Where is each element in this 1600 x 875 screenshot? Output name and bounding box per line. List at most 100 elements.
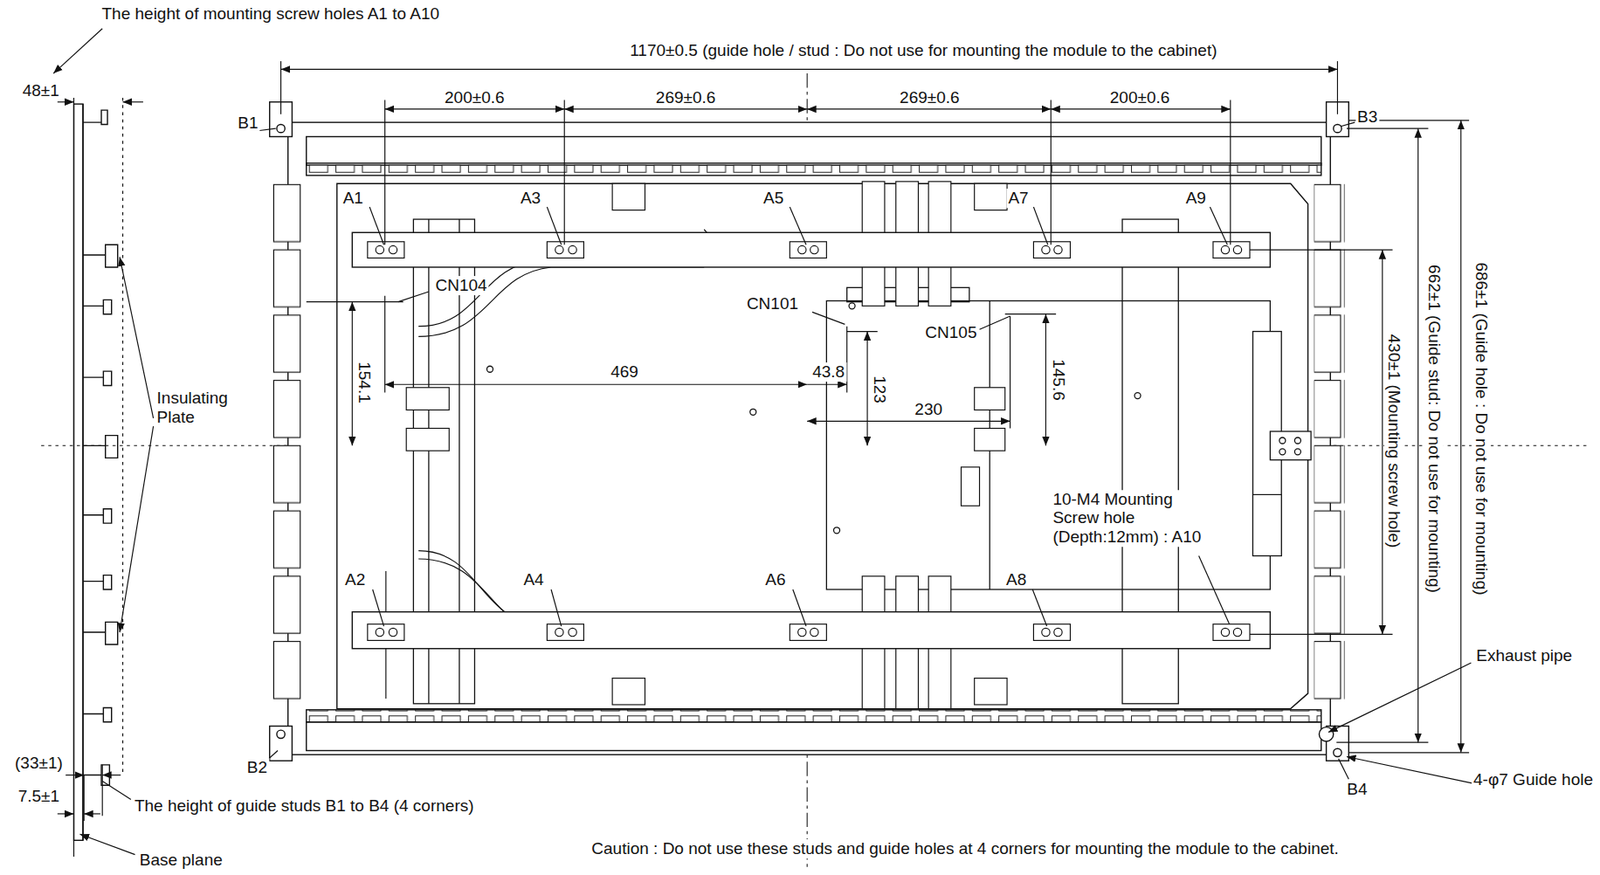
side-dimensions <box>73 97 75 857</box>
dimension-line <box>1005 313 1056 315</box>
leader-line <box>1199 555 1230 624</box>
side-view <box>82 299 112 314</box>
leader-line <box>259 122 1473 784</box>
module-frame <box>1318 727 1333 742</box>
part-name: A2 <box>343 570 367 590</box>
part-name: A5 <box>761 188 786 208</box>
module-frame <box>1314 181 1345 704</box>
dimension: 230 <box>912 400 945 420</box>
side-dimensions <box>57 101 75 103</box>
screw-hole <box>375 245 384 254</box>
screw-hole <box>367 241 1250 642</box>
screw-hole <box>1213 241 1250 259</box>
screw-hole <box>1213 624 1250 642</box>
circuit-board <box>1134 393 1141 400</box>
leader-line <box>267 751 278 761</box>
leader-line <box>1346 757 1473 784</box>
screw-hole <box>367 241 405 259</box>
center-line <box>41 73 1587 868</box>
side-dimensions <box>102 774 121 776</box>
dimension-line <box>1050 108 1231 110</box>
leader-line <box>551 589 562 627</box>
flat-cable <box>612 678 645 705</box>
dimension-line <box>1346 128 1428 130</box>
screw-hole <box>388 627 397 636</box>
module-frame <box>269 102 1350 761</box>
screw-hole <box>1033 241 1070 259</box>
note: Caution : Do not use these studs and gui… <box>589 839 1341 859</box>
side-view <box>82 621 118 645</box>
part-name: Insulating Plate <box>155 389 251 428</box>
screw-hole <box>568 627 577 636</box>
dimension-line <box>385 108 566 110</box>
mounting-bar <box>351 232 1270 268</box>
side-dimensions <box>119 426 154 633</box>
circuit-board <box>1294 448 1301 456</box>
screw-hole <box>1041 245 1050 254</box>
dimension: 7.5±1 <box>16 787 62 807</box>
screw-hole <box>555 627 564 636</box>
dimension: 430±1 (Mounting screw hole) <box>1384 331 1404 550</box>
flat-cable <box>406 427 449 451</box>
dimension-line <box>1249 634 1393 635</box>
leader-line <box>546 206 561 245</box>
dimension: 123 <box>869 373 890 406</box>
side-dimensions <box>123 101 144 103</box>
side-view <box>82 103 83 841</box>
flat-cable <box>974 427 1006 451</box>
part-name: A8 <box>1004 570 1028 590</box>
module-frame <box>337 183 1309 709</box>
dimension-line <box>281 61 1470 753</box>
dimension-line <box>1417 128 1419 743</box>
circuit-board <box>750 408 757 415</box>
note: The height of mounting screw holes A1 to… <box>100 4 442 24</box>
side-dimensions <box>83 813 101 814</box>
screw-hole <box>546 241 584 259</box>
dimension: 269±0.6 <box>654 88 718 108</box>
part-name: A1 <box>341 188 366 208</box>
leader-line <box>1032 589 1047 627</box>
part-name: B4 <box>1344 779 1369 800</box>
screw-hole <box>789 241 827 259</box>
screw-hole <box>388 245 397 254</box>
dimension: 154.1 <box>354 359 374 406</box>
side-dimensions <box>57 813 75 814</box>
part-name: A7 <box>1006 188 1030 208</box>
connector-name: CN104 <box>434 275 490 296</box>
circuit-board <box>826 301 1270 590</box>
dimension: 269±0.6 <box>897 88 962 108</box>
circuit-board <box>1294 437 1301 444</box>
part-name: A9 <box>1184 188 1208 208</box>
part-name: B3 <box>1355 107 1380 127</box>
module-frame <box>271 181 303 704</box>
module-frame <box>276 124 285 132</box>
screw-hole <box>789 624 827 642</box>
dimension-line <box>384 99 386 245</box>
screw-hole <box>375 627 384 636</box>
screw-hole <box>1041 627 1050 636</box>
note: The height of guide studs B1 to B4 (4 co… <box>132 796 476 816</box>
part-name: B1 <box>235 113 260 133</box>
part-name: B2 <box>245 758 269 778</box>
side-dimensions <box>122 97 124 775</box>
dimension-line <box>806 108 1051 110</box>
flat-cable <box>974 183 1007 210</box>
flat-cable <box>612 183 645 210</box>
circuit-board <box>848 303 856 310</box>
dimension: 469 <box>608 363 641 383</box>
module-frame <box>306 722 1322 752</box>
leader-line <box>398 291 429 303</box>
module-frame <box>288 122 1332 755</box>
flat-cable <box>406 387 449 411</box>
part-name: A6 <box>763 570 787 590</box>
circuit-board <box>1279 448 1286 456</box>
side-dimensions <box>65 774 84 776</box>
side-view <box>82 435 118 459</box>
dimension-line <box>806 384 848 386</box>
note: 4-φ7 Guide hole <box>1471 770 1595 790</box>
flat-cable <box>961 467 980 506</box>
dimension-line <box>1460 120 1462 753</box>
dimension-line <box>385 384 807 386</box>
side-view <box>82 110 108 125</box>
